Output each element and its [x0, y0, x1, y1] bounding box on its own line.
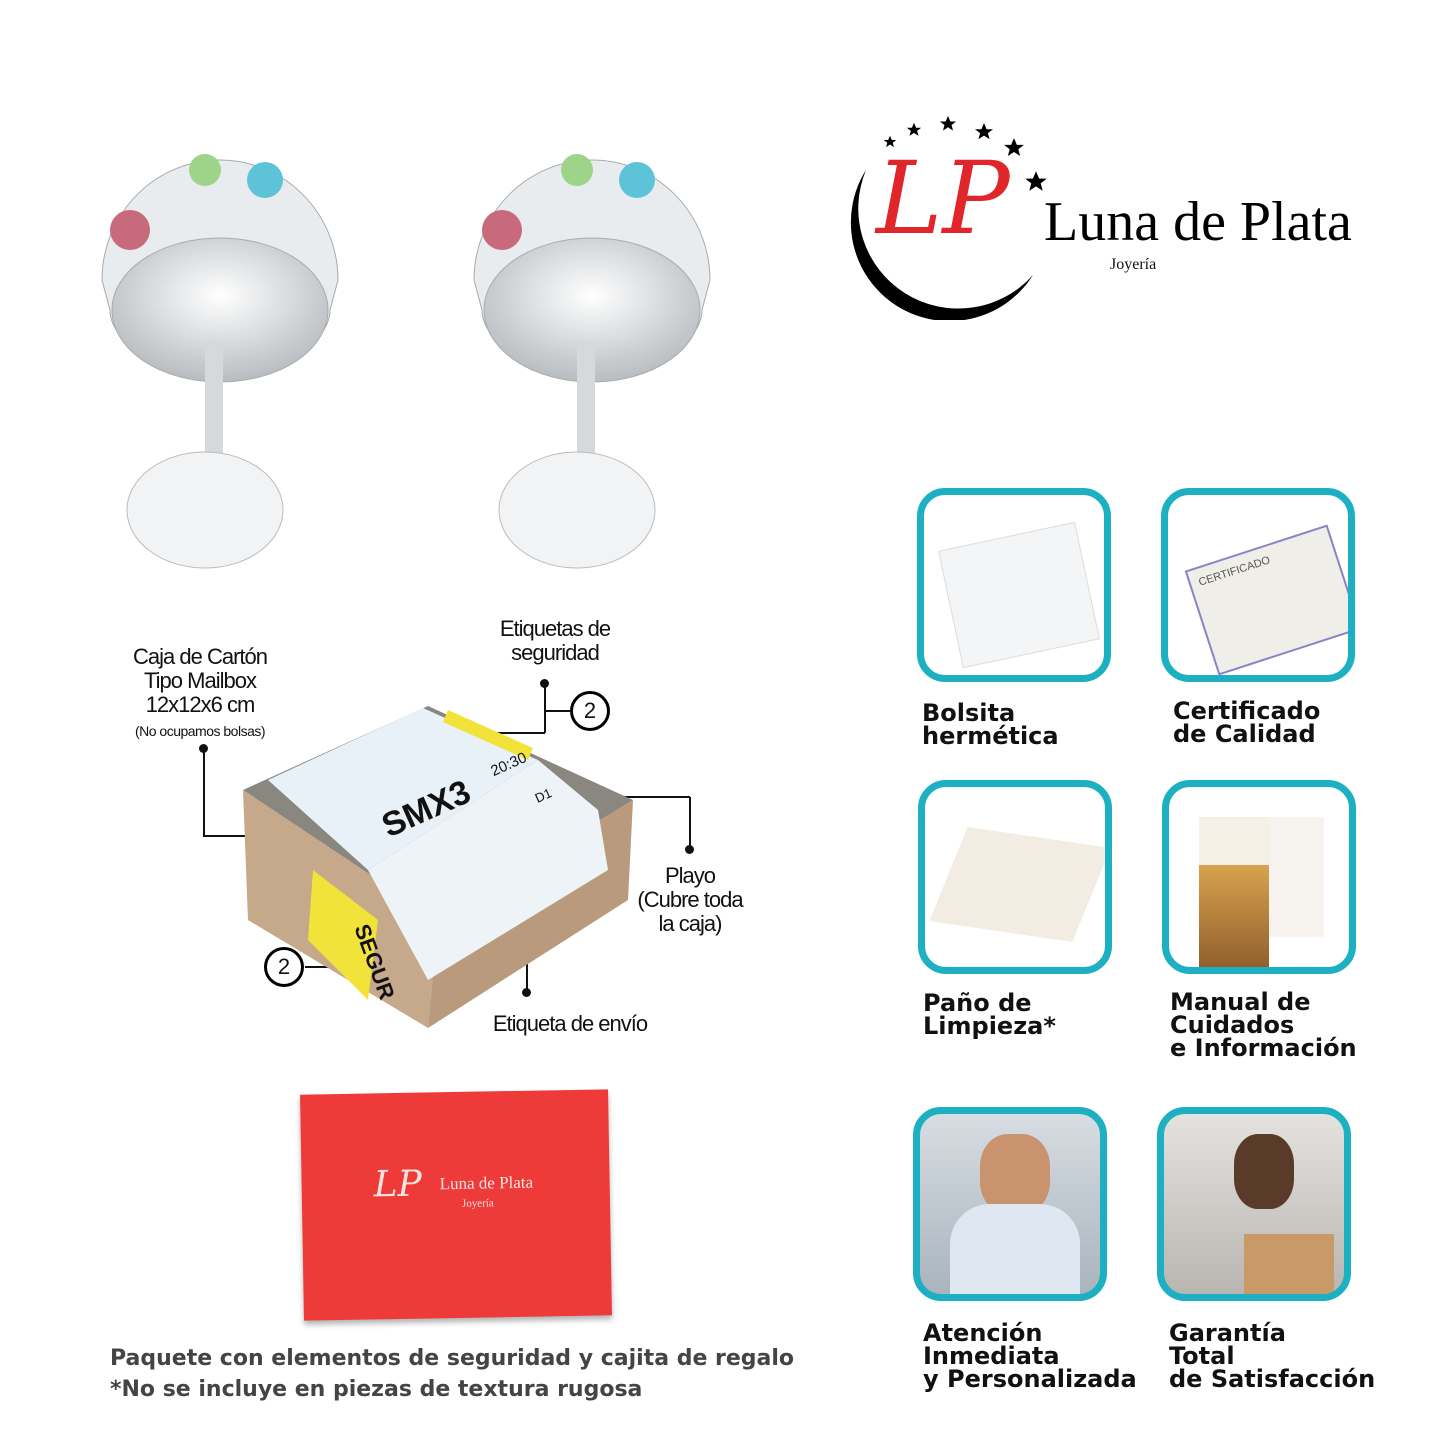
item-label-atencion: Atención Inmediata y Personalizada	[923, 1319, 1137, 1393]
callout-caja: Caja de Cartón Tipo Mailbox 12x12x6 cm	[133, 644, 268, 717]
item-label-garantia: Garantía Total de Satisfacción	[1169, 1319, 1376, 1393]
brand-logo: LP Luna de Plata Joyería	[848, 110, 1368, 320]
earring-left	[101, 154, 339, 569]
logo-sub: Joyería	[1110, 256, 1157, 273]
item-tile-pano	[918, 780, 1112, 974]
logo-initials: LP	[876, 140, 1010, 257]
gift-box-logo-sub: Joyería	[461, 1197, 494, 1210]
item-label-manual: Manual de Cuidados e Información	[1170, 988, 1357, 1062]
item-label-bolsita: Bolsita hermética	[922, 699, 1059, 750]
gift-box-logo: Luna de Plata	[439, 1172, 534, 1194]
footer-line-2: *No se incluye en piezas de textura rugo…	[110, 1377, 643, 1402]
shipping-box-photo	[243, 706, 633, 1028]
item-tile-certificado: CERTIFICADO	[1161, 488, 1355, 682]
earring-right	[473, 154, 711, 569]
earrings-photo	[101, 154, 711, 569]
footer-line-1: Paquete con elementos de seguridad y caj…	[110, 1346, 795, 1371]
callout-etiquetas-seguridad: Etiquetas de seguridad	[499, 616, 611, 665]
count-badge-top: 2	[570, 691, 610, 731]
callout-playo: Playo (Cubre toda la caja)	[637, 863, 743, 936]
item-tile-manual	[1162, 780, 1356, 974]
callout-caja-note: (No ocupamos bolsas)	[134, 723, 266, 739]
item-tile-bolsita	[917, 488, 1111, 682]
gift-box-logo-initials: LP	[373, 1163, 423, 1206]
count-badge-bottom: 2	[264, 947, 304, 987]
item-label-certificado: Certificado de Calidad	[1173, 697, 1321, 748]
certificate-title: CERTIFICADO	[1197, 554, 1272, 589]
logo-name: Luna de Plata	[1044, 191, 1352, 253]
callout-etiqueta-envio: Etiqueta de envío	[492, 1011, 648, 1036]
item-label-pano: Paño de Limpieza*	[923, 989, 1056, 1040]
item-tile-atencion	[913, 1107, 1107, 1301]
item-tile-garantia	[1157, 1107, 1351, 1301]
gift-box: LP Luna de Plata Joyería	[300, 1089, 612, 1321]
